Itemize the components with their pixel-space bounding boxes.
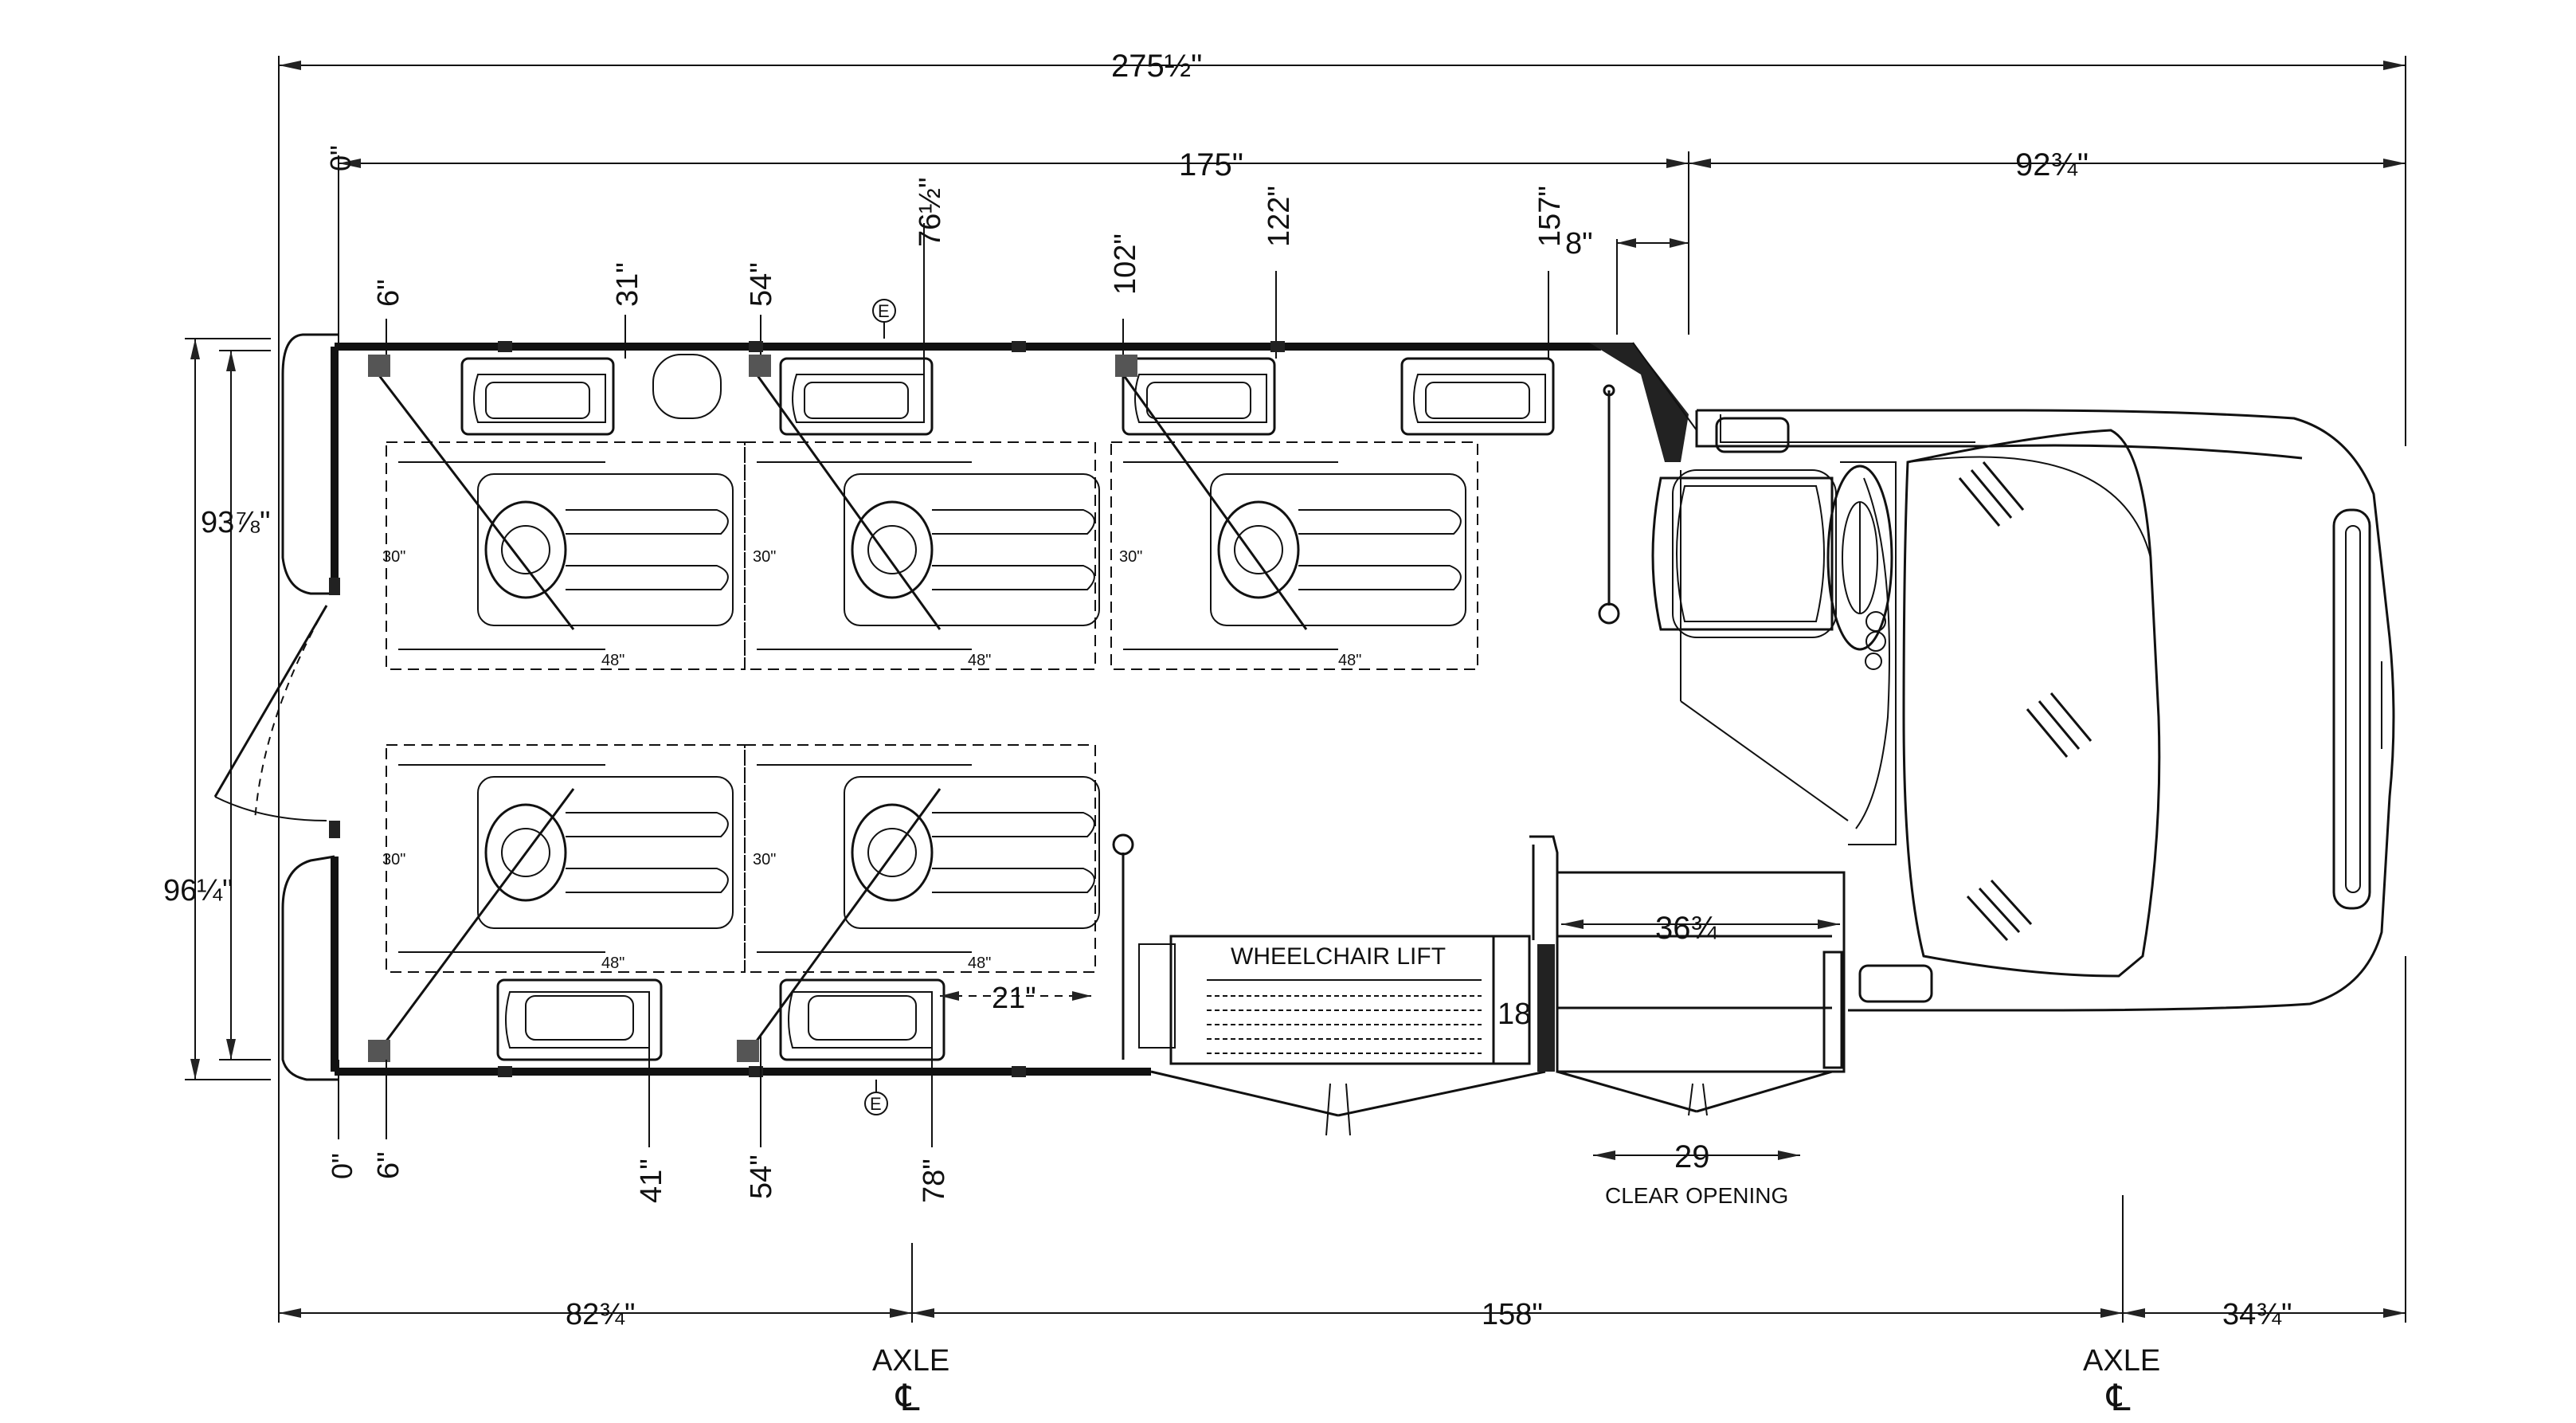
top-station-marks: 6" 31" 54" 76½" 102" 122" 157" bbox=[372, 178, 1567, 382]
bus-body bbox=[213, 333, 1849, 1136]
seat-bottom-2 bbox=[779, 978, 945, 1061]
station-31-top: 31" bbox=[611, 262, 644, 307]
station-76-top: 76½" bbox=[914, 178, 947, 247]
wheelchair-lift-label: WHEELCHAIR LIFT bbox=[1231, 943, 1446, 970]
wheelbase-dimensions: 82¾" 158" 34¾" bbox=[279, 956, 2406, 1331]
wheelchair-lift: WHEELCHAIR LIFT 18 bbox=[1138, 935, 1555, 1072]
wheelchair-bay-1: 30" 48" bbox=[377, 374, 746, 670]
grab-poles bbox=[1112, 384, 1620, 1060]
clear-opening-label: CLEAR OPENING bbox=[1605, 1183, 1788, 1208]
rear-axle-label: AXLE bbox=[872, 1344, 949, 1378]
front-axle-centerline: ℄ bbox=[2106, 1377, 2131, 1418]
extinguisher-bottom: E bbox=[864, 1080, 888, 1115]
bay-3-length: 48" bbox=[1338, 652, 1361, 669]
zero-top-label: 0" bbox=[324, 145, 357, 171]
seat-top-2 bbox=[779, 357, 934, 436]
station-6-top: 6" bbox=[372, 279, 405, 307]
zero-bottom-label: 0" bbox=[326, 1153, 358, 1179]
lift-depth-label: 18 bbox=[1497, 998, 1531, 1031]
seat-top-4 bbox=[1400, 357, 1555, 436]
bay-1-length: 48" bbox=[601, 652, 624, 669]
restraint-anchors bbox=[368, 355, 1137, 1062]
station-6-bottom: 6" bbox=[372, 1151, 405, 1179]
bay-3-width: 30" bbox=[1119, 548, 1142, 566]
wheelchair-bay-2: 30" 48" bbox=[744, 374, 1100, 670]
rear-overhang-label: 82¾" bbox=[566, 1298, 635, 1331]
seat-top-1 bbox=[460, 357, 615, 436]
bay-5-width: 30" bbox=[753, 851, 776, 868]
overall-length-dimension: 275½" bbox=[278, 49, 2406, 1323]
station-41-bottom: 41" bbox=[635, 1158, 668, 1203]
passenger-seats-bottom bbox=[496, 978, 945, 1061]
bay-4-length: 48" bbox=[601, 955, 624, 972]
extinguisher-top: E bbox=[872, 299, 896, 339]
station-54-top: 54" bbox=[745, 262, 778, 307]
interior-length-dimension: 175" 92¾" bbox=[339, 147, 2406, 335]
overall-length-label: 275½" bbox=[1111, 49, 1202, 84]
cab-front bbox=[1651, 409, 2395, 1012]
extinguisher-top-symbol: E bbox=[878, 301, 890, 321]
door-offset-label: 8" bbox=[1565, 227, 1593, 261]
bottom-station-marks: 0" 6" 41" 54" 78" bbox=[326, 1036, 951, 1203]
station-122-top: 122" bbox=[1263, 186, 1296, 247]
front-overhang-top-label: 92¾" bbox=[2015, 147, 2089, 182]
wheelbase-label: 158" bbox=[1482, 1298, 1543, 1331]
bay-5-length: 48" bbox=[968, 955, 991, 972]
entrance-steps: 36¾ bbox=[1529, 835, 1846, 1073]
station-157-top: 157" bbox=[1533, 186, 1567, 247]
seat-bottom-1 bbox=[496, 978, 663, 1061]
width-dimensions: 93⅞" 96¼" bbox=[163, 338, 271, 1080]
front-axle-label: AXLE bbox=[2083, 1344, 2160, 1378]
station-54-bottom: 54" bbox=[745, 1154, 778, 1199]
interior-length-label: 175" bbox=[1179, 147, 1243, 182]
seat-top-3 bbox=[1122, 357, 1276, 436]
wheelchair-bay-3: 30" 48" bbox=[1110, 374, 1478, 670]
clear-opening-dimension: 29 CLEAR OPENING bbox=[1593, 1139, 1800, 1208]
lift-clear-width-label: 36¾ bbox=[1655, 911, 1717, 946]
spacing-21-label: 21" bbox=[992, 982, 1036, 1015]
wheelchair-bay-5: 30" 48" bbox=[744, 744, 1100, 1053]
extinguisher-bottom-symbol: E bbox=[870, 1094, 882, 1114]
front-axle-marker: AXLE ℄ bbox=[2083, 1344, 2160, 1418]
width-inner-label: 93⅞" bbox=[201, 506, 270, 539]
bay-2-width: 30" bbox=[753, 548, 776, 566]
door-offset-dimension: 8" bbox=[1565, 227, 1689, 335]
wheelchair-bay-4: 30" 48" bbox=[377, 744, 746, 1053]
spacing-21-dimension: 21" bbox=[940, 982, 1091, 1015]
bay-2-length: 48" bbox=[968, 652, 991, 669]
front-overhang-label: 34¾" bbox=[2222, 1298, 2292, 1331]
rear-axle-marker: AXLE ℄ bbox=[872, 1344, 949, 1418]
clear-opening-value: 29 bbox=[1674, 1139, 1710, 1174]
station-78-bottom: 78" bbox=[918, 1158, 951, 1203]
passenger-seats-top bbox=[460, 354, 1555, 436]
station-102-top: 102" bbox=[1109, 233, 1142, 295]
rear-axle-centerline: ℄ bbox=[895, 1377, 920, 1418]
width-outer-label: 96¼" bbox=[163, 874, 233, 908]
bay-4-width: 30" bbox=[382, 851, 405, 868]
bay-1-width: 30" bbox=[382, 548, 405, 566]
